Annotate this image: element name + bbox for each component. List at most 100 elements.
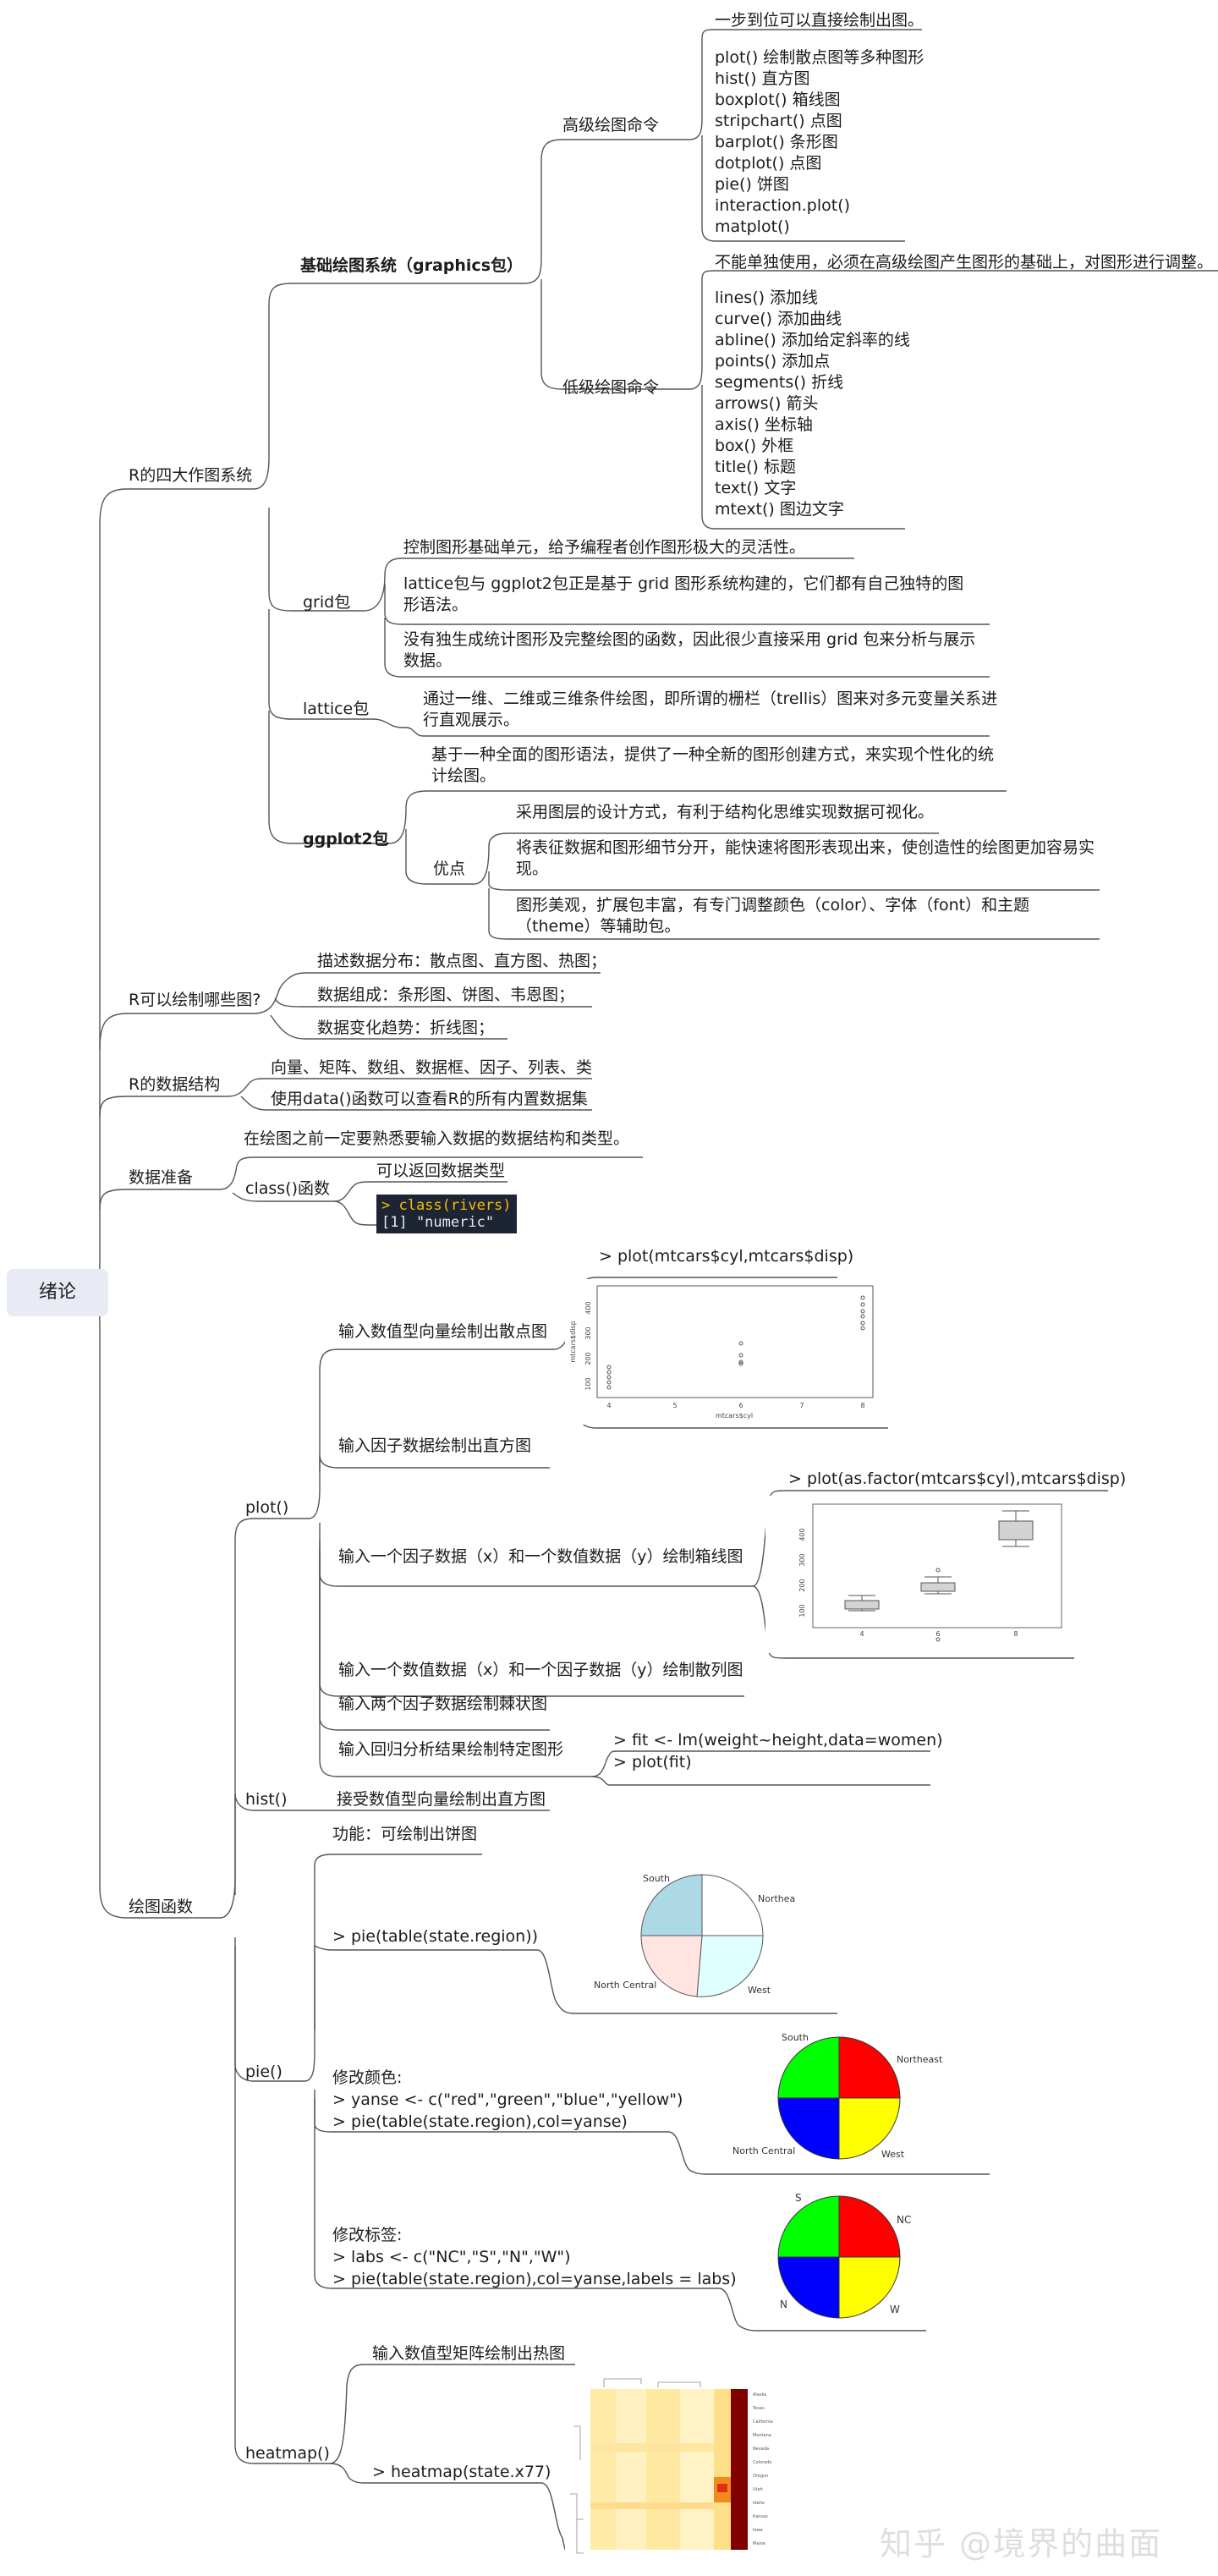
node-pie[interactable]: pie() <box>245 2062 283 2081</box>
svg-text:Kansas: Kansas <box>753 2514 768 2519</box>
root-node[interactable]: 绪论 <box>7 1269 108 1316</box>
pie-chart-default: South Northeast North Central West <box>594 1873 795 1997</box>
box-ytick: 400 <box>798 1528 806 1541</box>
pie-chart-colored: South Northeast North Central West <box>732 2032 943 2160</box>
node-lattice-package[interactable]: lattice包 <box>303 700 370 718</box>
node-plot-functions[interactable]: 绘图函数 <box>129 1898 194 1916</box>
data-structure-item: 向量、矩阵、数组、数据框、因子、列表、类 <box>271 1058 593 1077</box>
pie-color-line: > yanse <- c("red","green","blue","yello… <box>332 2090 683 2109</box>
list-item: hist() 直方图 <box>715 69 810 88</box>
chart-type-item: 数据变化趋势：折线图； <box>317 1019 495 1037</box>
ggplot2-description: 基于一种全面的图形语法，提供了一种全新的图形创建方式，来实现个性化的统计绘图。 <box>431 745 995 785</box>
node-chart-types[interactable]: R可以绘制哪些图? <box>129 991 261 1009</box>
plot-item[interactable]: 输入两个因子数据绘制棘状图 <box>338 1694 548 1713</box>
list-item: axis() 坐标轴 <box>715 415 813 434</box>
plot-item[interactable]: 输入回归分析结果绘制特定图形 <box>338 1740 564 1759</box>
advantage-item: 图形美观，扩展包丰富，有专门调整颜色（color）、字体（font）和主题（th… <box>516 896 1030 936</box>
scatter-ytick: 300 <box>584 1326 592 1339</box>
list-item: stripchart() 点图 <box>715 112 842 130</box>
node-graphics-package[interactable]: 基础绘图系统（graphics包） <box>300 256 524 275</box>
pie-color-line: > pie(table(state.region),col=yanse) <box>332 2112 628 2131</box>
node-advantages[interactable]: 优点 <box>433 860 466 878</box>
boxplot-image: 4 6 8 100 200 300 400 <box>765 1496 1070 1653</box>
list-item: pie() 饼图 <box>715 175 789 194</box>
list-item: lines() 添加线 <box>715 288 819 307</box>
list-item: interaction.plot() <box>715 196 851 215</box>
pie-label-line: > labs <- c("NC","S","N","W") <box>332 2248 571 2266</box>
svg-text:California: California <box>753 2419 773 2425</box>
node-data-preparation[interactable]: 数据准备 <box>129 1168 194 1187</box>
pie-slice-label: West <box>748 1985 771 1996</box>
box-xtick: 4 <box>859 1630 864 1638</box>
node-class-function[interactable]: class()函数 <box>245 1179 330 1198</box>
scatter-ytick: 400 <box>584 1301 592 1314</box>
class-function-note: 可以返回数据类型 <box>376 1162 506 1180</box>
list-item: segments() 折线 <box>715 373 844 392</box>
list-item: text() 文字 <box>715 479 797 497</box>
box-xtick: 6 <box>935 1630 940 1638</box>
watermark: 知乎 @境界的曲面 <box>880 2525 1163 2562</box>
list-item: mtext() 图边文字 <box>715 500 844 519</box>
pie-slice-label: North Central <box>732 2145 795 2156</box>
svg-text:Nevada: Nevada <box>753 2447 769 2452</box>
node-ggplot2-package[interactable]: ggplot2包 <box>303 830 389 849</box>
heatmap-command: > heatmap(state.x77) <box>372 2463 551 2481</box>
node-high-level-commands[interactable]: 高级绘图命令 <box>562 116 660 135</box>
svg-text:Iowa: Iowa <box>753 2528 763 2533</box>
list-item: plot() 绘制散点图等多种图形 <box>715 48 924 67</box>
pie-chart-labeled: S NC N W <box>777 2192 911 2319</box>
list-item: boxplot() 箱线图 <box>715 91 841 109</box>
box-xtick: 8 <box>1013 1630 1018 1638</box>
list-item: dotplot() 点图 <box>715 154 822 173</box>
data-preparation-note: 在绘图之前一定要熟悉要输入数据的数据结构和类型。 <box>244 1129 630 1148</box>
node-grid-package[interactable]: grid包 <box>303 593 351 612</box>
code-line: > class(rivers) <box>381 1197 512 1214</box>
advantage-item: 将表征数据和图形细节分开，能快速将图形表现出来，使创造性的绘图更加容易实现。 <box>516 838 1095 878</box>
list-item: title() 标题 <box>715 458 797 476</box>
node-plot[interactable]: plot() <box>245 1498 289 1517</box>
plot-command: > plot(mtcars$cyl,mtcars$disp) <box>599 1247 854 1266</box>
pie-function-note: 功能：可绘制出饼图 <box>332 1825 478 1843</box>
plot-command: > fit <- lm(weight~height,data=women) <box>613 1731 943 1749</box>
scatter-ytick: 200 <box>584 1352 592 1365</box>
pie-slice-label: North Central <box>594 1980 656 1991</box>
scatter-xtick: 8 <box>860 1402 864 1409</box>
list-item: points() 添加点 <box>715 352 831 371</box>
chart-type-item: 描述数据分布：散点图、直方图、热图； <box>317 952 607 970</box>
scatter-xtick: 6 <box>738 1402 743 1409</box>
scatter-ylabel: mtcars$disp <box>569 1321 577 1362</box>
scatter-plot-image: 4 5 6 7 8 mtcars$cyl mtcars$disp 100 200… <box>565 1279 881 1425</box>
list-item: box() 外框 <box>715 437 794 455</box>
scatter-xtick: 7 <box>799 1402 804 1409</box>
plot-command: > plot(as.factor(mtcars$cyl),mtcars$disp… <box>788 1469 1127 1488</box>
node-r-graphics-systems[interactable]: R的四大作图系统 <box>129 466 253 485</box>
box-ytick: 300 <box>798 1553 806 1566</box>
svg-text:Oregon: Oregon <box>753 2474 768 2479</box>
pie-slice-label: Northeast <box>758 1893 795 1904</box>
svg-text:Utah: Utah <box>753 2487 763 2492</box>
plot-item[interactable]: 输入因子数据绘制出直方图 <box>338 1436 532 1455</box>
data-structure-item: 使用data()函数可以查看R的所有内置数据集 <box>271 1090 588 1108</box>
node-heatmap[interactable]: heatmap() <box>245 2444 330 2463</box>
node-low-level-note: 不能单独使用，必须在高级绘图产生图形的基础上，对图形进行调整。 <box>715 253 1214 272</box>
plot-item[interactable]: 输入一个因子数据（x）和一个数值数据（y）绘制箱线图 <box>338 1547 743 1566</box>
plot-item[interactable]: 输入数值型向量绘制出散点图 <box>338 1322 548 1341</box>
svg-text:Colorado: Colorado <box>753 2460 771 2465</box>
list-item: matplot() <box>715 217 790 236</box>
svg-text:Alaska: Alaska <box>753 2392 766 2397</box>
plot-item[interactable]: 输入一个数值数据（x）和一个因子数据（y）绘制散列图 <box>338 1661 743 1679</box>
svg-text:Idaho: Idaho <box>753 2501 765 2506</box>
node-hist[interactable]: hist() <box>245 1790 288 1809</box>
node-high-level-note: 一步到位可以直接绘制出图。 <box>715 11 924 30</box>
advantage-item: 采用图层的设计方式，有利于结构化思维实现数据可视化。 <box>516 803 935 821</box>
scatter-xlabel: mtcars$cyl <box>716 1412 753 1420</box>
node-data-structures[interactable]: R的数据结构 <box>129 1075 221 1094</box>
pie-slice-label: South <box>643 1873 670 1884</box>
pie-slice-label: NC <box>897 2214 911 2226</box>
grid-item: 控制图形基础单元，给予编程者创作图形极大的灵活性。 <box>403 538 806 557</box>
pie-slice-label: West <box>881 2149 905 2160</box>
pie-command: > pie(table(state.region)) <box>332 1927 539 1946</box>
node-low-level-commands[interactable]: 低级绘图命令 <box>562 378 660 397</box>
